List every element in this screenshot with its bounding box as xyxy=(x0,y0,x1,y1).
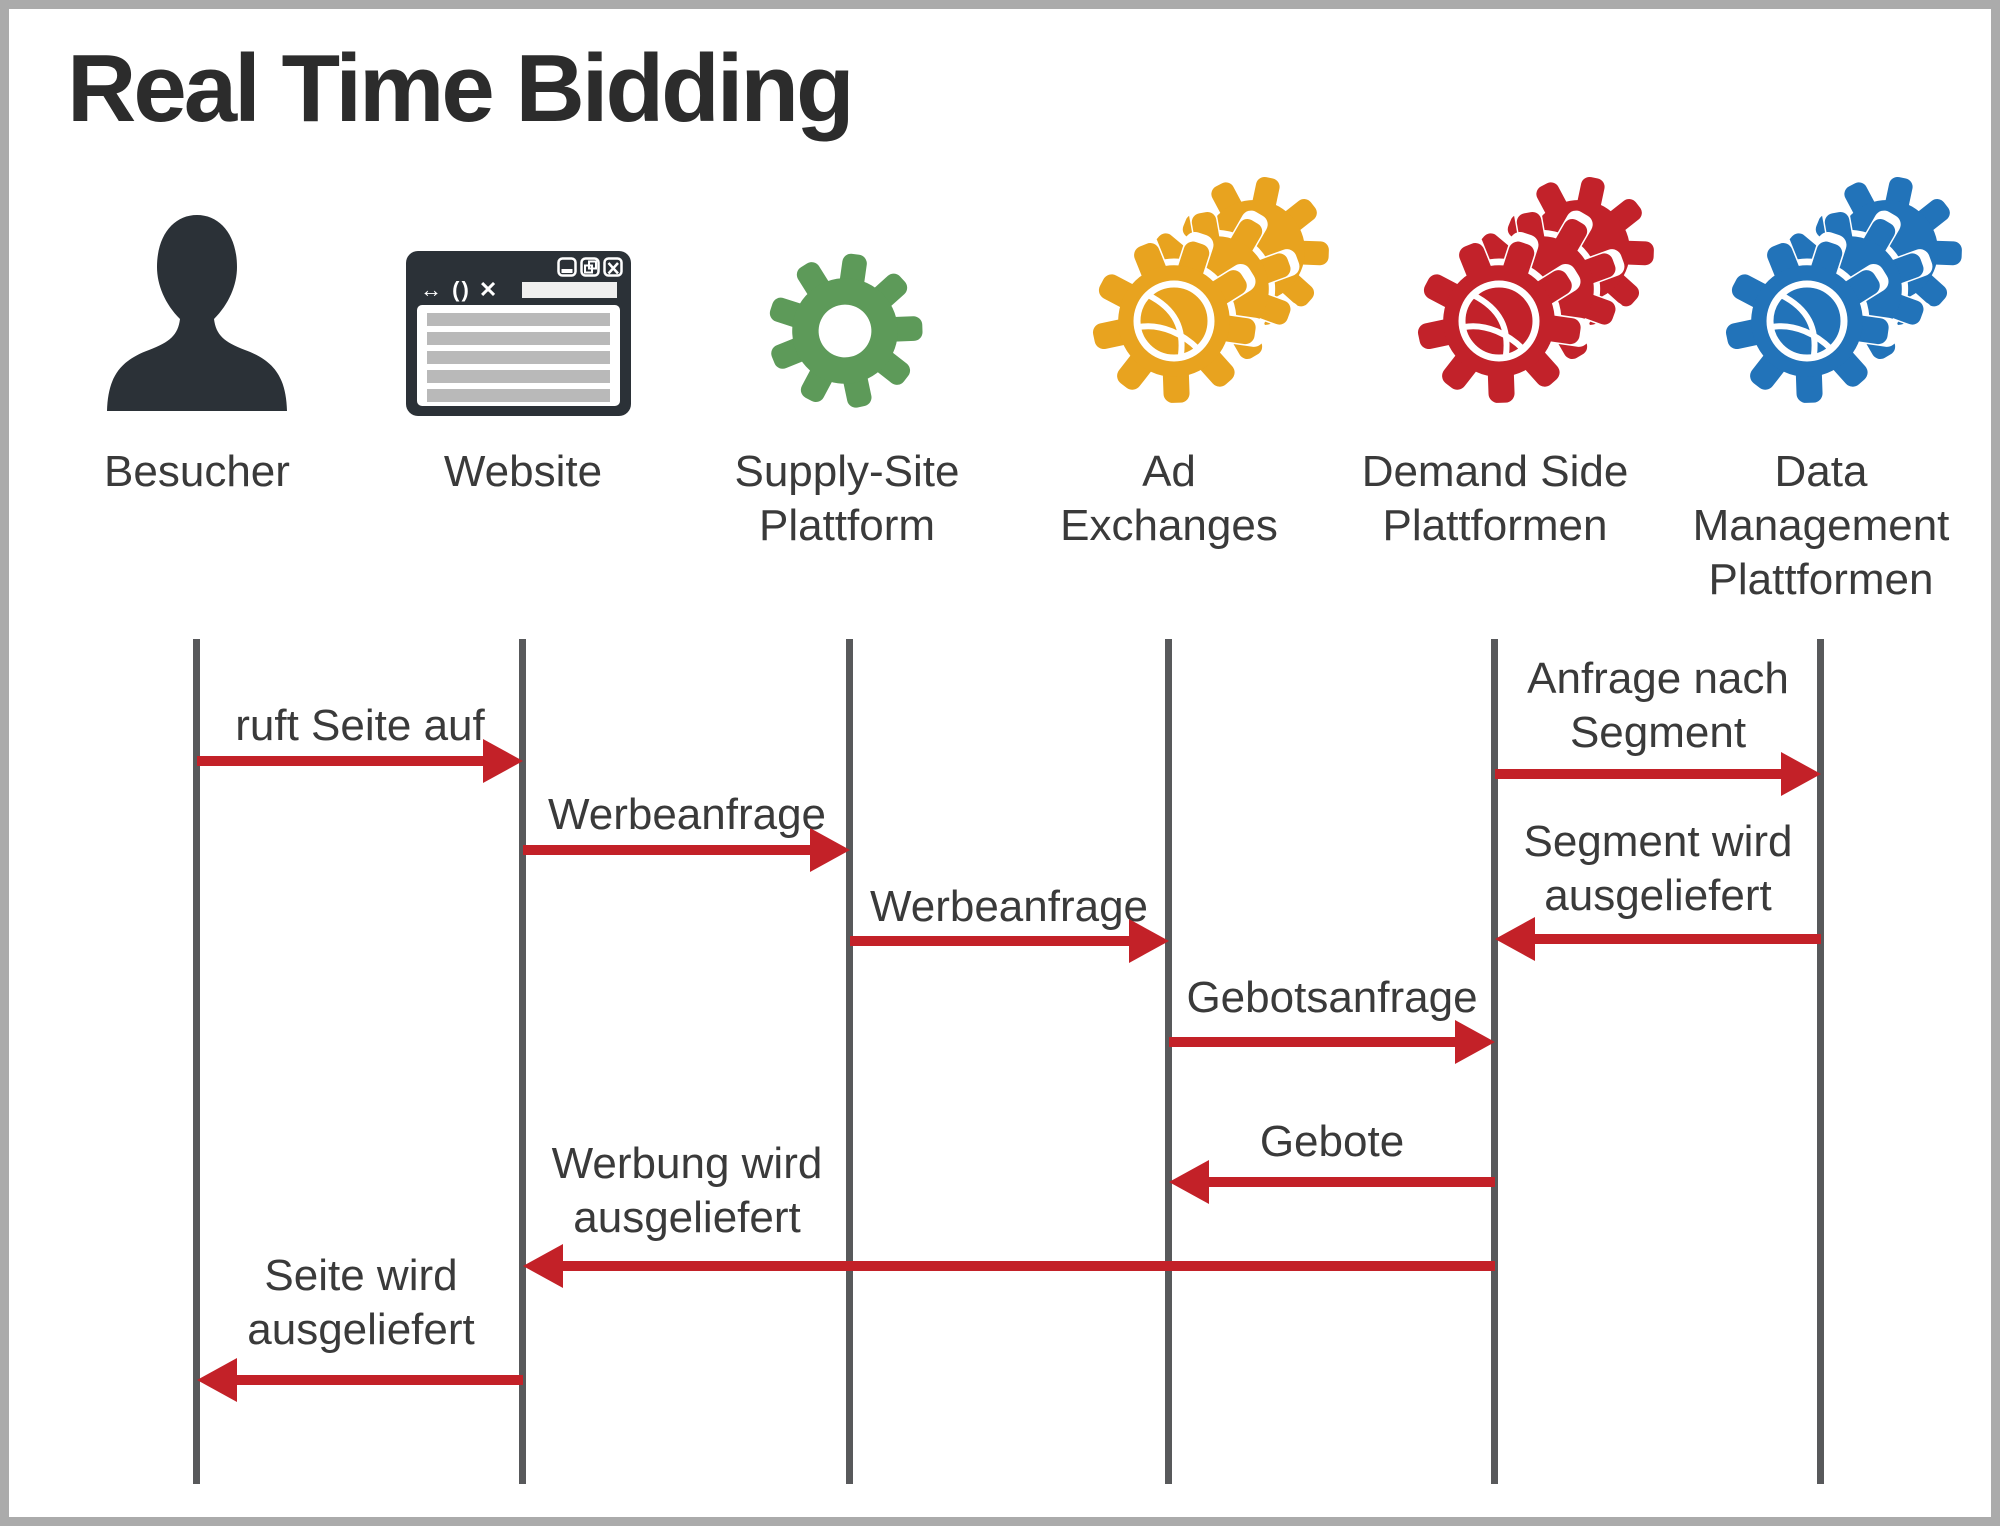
message-label-ruft-seite-auf: ruft Seite auf xyxy=(235,701,485,750)
person-icon xyxy=(107,215,287,411)
arrowhead-icon xyxy=(197,1358,237,1402)
content-line xyxy=(427,332,610,345)
message-label-werbeanfrage-1: Werbeanfrage xyxy=(547,790,827,839)
arrowhead-icon xyxy=(1129,919,1169,963)
actor-label-demand-side: Demand Side Plattformen xyxy=(1361,447,1629,550)
actor-label-ad-exchanges: Ad Exchanges xyxy=(1060,447,1278,550)
arrowhead-icon xyxy=(1169,1160,1209,1204)
arrow-anfrage-segment xyxy=(1495,752,1821,796)
browser-icon: ↔ () ✕ xyxy=(406,251,631,416)
content-line xyxy=(427,389,610,402)
actor-label-data-management: Data Management Plattformen xyxy=(1692,447,1950,604)
arrowhead-icon xyxy=(1781,752,1821,796)
message-label-segment-wird: Segment wird ausgeliefert xyxy=(1523,817,1793,920)
browser-content xyxy=(417,305,620,406)
message-label-seite-wird: Seite wird ausgeliefert xyxy=(247,1251,475,1354)
lifeline-supply-site xyxy=(846,639,853,1484)
arrowhead-icon xyxy=(810,828,850,872)
arrow-gebotsanfrage xyxy=(1169,1020,1495,1064)
arrow-ruft-seite-auf xyxy=(197,739,523,783)
lifeline-data-management xyxy=(1817,639,1824,1484)
message-label-gebotsanfrage: Gebotsanfrage xyxy=(1186,973,1478,1022)
lifeline-website xyxy=(519,639,526,1484)
arrow-werbung-wird xyxy=(523,1244,1495,1288)
page-title: Real Time Bidding xyxy=(67,35,855,142)
actor-icons xyxy=(107,151,1988,437)
content-line xyxy=(427,351,610,364)
actor-label-supply-site: Supply-Site Plattform xyxy=(734,447,960,550)
message-label-gebote: Gebote xyxy=(1259,1117,1405,1166)
arrow-werbeanfrage-1 xyxy=(523,828,850,872)
arrowhead-icon xyxy=(523,1244,563,1288)
gear-icon xyxy=(756,243,934,419)
message-label-werbung-wird: Werbung wird ausgeliefert xyxy=(551,1139,823,1242)
arrowhead-icon xyxy=(1455,1020,1495,1064)
browser-toolbar-icons: ↔ () ✕ xyxy=(420,277,500,302)
message-label-anfrage-segment: Anfrage nach Segment xyxy=(1527,654,1789,757)
arrow-gebote xyxy=(1169,1160,1495,1204)
lifeline-besucher xyxy=(193,639,200,1484)
content-line xyxy=(427,370,610,383)
content-line xyxy=(427,313,610,326)
window-buttons-icon xyxy=(557,257,623,277)
arrowhead-icon xyxy=(1495,917,1535,961)
message-label-werbeanfrage-2: Werbeanfrage xyxy=(869,882,1149,931)
address-bar xyxy=(522,282,617,298)
arrow-werbeanfrage-2 xyxy=(850,919,1169,963)
gear-stack-icon xyxy=(1057,151,1355,437)
gear-stack-icon xyxy=(1690,151,1988,437)
arrowhead-icon xyxy=(483,739,523,783)
arrow-seite-wird xyxy=(197,1358,523,1402)
lifeline-ad-exchanges xyxy=(1165,639,1172,1484)
actor-label-website: Website xyxy=(443,447,603,496)
gear-stack-icon xyxy=(1382,151,1680,437)
actor-label-besucher: Besucher xyxy=(104,447,290,496)
arrow-segment-wird xyxy=(1495,917,1821,961)
